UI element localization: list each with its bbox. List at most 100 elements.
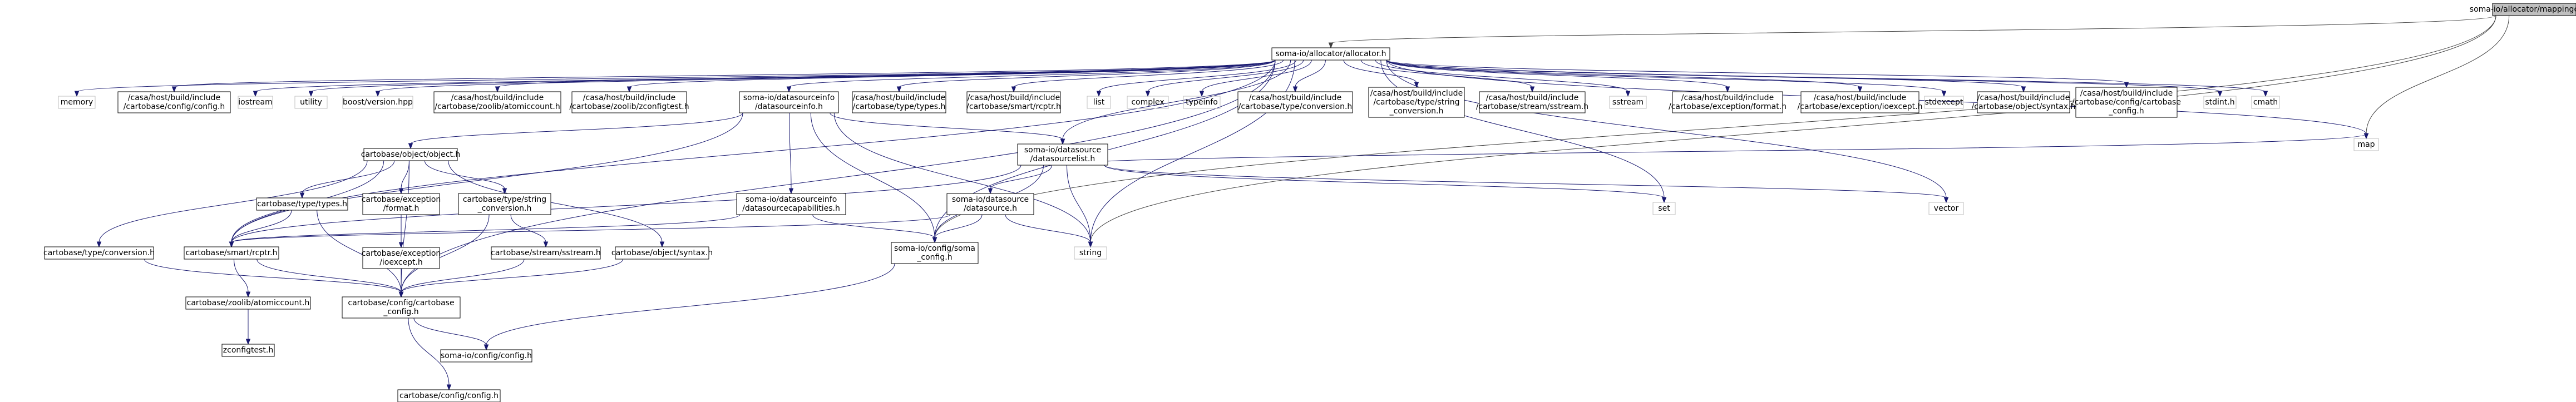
edge-line xyxy=(231,210,292,243)
node-label: cartobase/smart/rcptr.h xyxy=(186,249,278,257)
node-label: /cartobase/type/conversion.h xyxy=(1238,102,1353,111)
node-types[interactable]: cartobase/type/types.h xyxy=(256,197,348,211)
edge-arrowhead xyxy=(2021,86,2026,93)
node-inc_conversion[interactable]: /casa/host/build/include/cartobase/type/… xyxy=(1237,91,1353,113)
edge-line xyxy=(1104,165,1665,198)
edge-arrow xyxy=(413,317,489,351)
node-label: /datasourceinfo.h xyxy=(755,102,823,111)
node-syntax[interactable]: cartobase/object/syntax.h xyxy=(611,246,713,260)
node-atomic[interactable]: cartobase/zoolib/atomiccount.h xyxy=(185,296,311,310)
edge-arrowhead xyxy=(1943,197,1949,204)
node-datasource[interactable]: soma-io/datasource/datasource.h xyxy=(946,193,1034,215)
edge-arrow xyxy=(74,59,1276,97)
node-inc_string_conv[interactable]: /casa/host/build/include/cartobase/type/… xyxy=(1368,87,1465,118)
node-inc_atomic[interactable]: /casa/host/build/include/cartobase/zooli… xyxy=(433,91,561,113)
edge-line xyxy=(1330,15,2496,44)
node-label: /casa/host/build/include xyxy=(1814,93,1906,102)
node-object[interactable]: cartobase/object/object.h xyxy=(361,148,461,161)
node-exc_format[interactable]: cartobase/exception/format.h xyxy=(362,193,441,215)
edge-arrow xyxy=(1005,214,1093,248)
edge-arrow xyxy=(788,112,794,195)
node-soma_config[interactable]: soma-io/config/soma_config.h xyxy=(891,242,979,264)
node-zconfigtest[interactable]: zconfigtest.h xyxy=(221,344,275,357)
node-inc_cartobase_cfg[interactable]: /casa/host/build/include/cartobase/confi… xyxy=(2072,87,2181,118)
node-dslist[interactable]: soma-io/datasource/datasourcelist.h xyxy=(1017,143,1108,166)
node-inc_format[interactable]: /casa/host/build/include/cartobase/excep… xyxy=(1669,91,1787,113)
node-label: _config.h xyxy=(383,307,418,316)
node-box xyxy=(1924,96,1964,109)
edge-arrow xyxy=(1292,59,1326,93)
edge-arrowhead xyxy=(1941,91,1947,97)
edge-arrow xyxy=(1062,133,2369,166)
node-label: stdexcept xyxy=(1925,98,1963,107)
node-label: _config.h xyxy=(2108,107,2144,116)
node-config[interactable]: cartobase/config/config.h xyxy=(397,389,501,402)
node-boost_version[interactable]: boost/version.hpp xyxy=(342,96,413,109)
node-complex[interactable]: complex xyxy=(1127,96,1169,109)
node-string[interactable]: string xyxy=(1074,246,1107,260)
edge-line xyxy=(486,263,895,346)
node-root: soma-io/allocator/mappingcopy.h xyxy=(2470,3,2576,16)
node-inc_syntax[interactable]: /casa/host/build/include/cartobase/objec… xyxy=(1972,91,2076,113)
node-iostream[interactable]: iostream xyxy=(238,96,273,109)
edge-line xyxy=(497,59,1276,88)
node-typeinfo[interactable]: typeinfo xyxy=(1183,96,1221,109)
edge-arrowhead xyxy=(626,86,632,93)
edge-arrow xyxy=(398,259,624,298)
node-label: set xyxy=(1658,204,1670,213)
node-ioexcept[interactable]: cartobase/exception/ioexcept.h xyxy=(362,247,441,269)
node-box xyxy=(362,247,440,269)
node-box xyxy=(1479,91,1586,113)
node-box xyxy=(458,193,551,215)
node-cartobase_config[interactable]: cartobase/config/cartobase_config.h xyxy=(342,296,461,319)
node-box xyxy=(342,296,461,319)
edge-line xyxy=(2366,15,2510,135)
node-inc_sstream[interactable]: /casa/host/build/include/cartobase/strea… xyxy=(1476,91,1588,113)
node-label: /cartobase/zoolib/atomiccount.h xyxy=(435,102,560,111)
edge-arrowhead xyxy=(988,188,993,195)
node-box xyxy=(491,246,601,260)
edge-line xyxy=(1386,59,1945,92)
node-inc_zconfig[interactable]: /casa/host/build/include/cartobase/zooli… xyxy=(569,91,689,113)
edge-arrow xyxy=(932,214,983,244)
edge-line xyxy=(401,160,409,190)
nodes-layer: soma-io/allocator/mappingcopy.h soma-io/a… xyxy=(43,3,2576,402)
edge-line xyxy=(1386,59,2024,88)
edge-line xyxy=(317,210,402,293)
node-label: /casa/host/build/include xyxy=(1370,89,1463,98)
node-conversion[interactable]: cartobase/type/conversion.h xyxy=(43,246,155,260)
node-label: string xyxy=(1079,249,1102,257)
node-inc_ioexcept[interactable]: /casa/host/build/include/cartobase/excep… xyxy=(1798,91,1923,113)
node-string_conv[interactable]: cartobase/type/string_conversion.h xyxy=(458,193,551,215)
node-sstream[interactable]: sstream xyxy=(1609,96,1647,109)
node-rcptr[interactable]: cartobase/smart/rcptr.h xyxy=(184,246,279,260)
node-memory[interactable]: memory xyxy=(58,96,96,109)
edge-arrowhead xyxy=(1096,91,1102,97)
edge-line xyxy=(1005,214,1091,243)
node-inc_rcptr[interactable]: /casa/host/build/include/cartobase/smart… xyxy=(966,91,1061,113)
edge-arrow xyxy=(1375,59,1631,97)
node-dsinfo[interactable]: soma-io/datasourceinfo/datasourceinfo.h xyxy=(739,91,839,113)
node-sstream_h[interactable]: cartobase/stream/sstream.h xyxy=(491,246,601,260)
node-utility[interactable]: utility xyxy=(294,96,328,109)
node-label: soma-io/config/soma xyxy=(894,244,975,253)
edge-line xyxy=(231,214,741,243)
node-cmath[interactable]: cmath xyxy=(2251,96,2280,109)
edge-arrowhead xyxy=(786,86,792,93)
node-somaio_config[interactable]: soma-io/config/config.h xyxy=(440,349,532,363)
edge-arrow xyxy=(988,165,1052,195)
node-list[interactable]: list xyxy=(1087,96,1111,109)
node-stdexcept[interactable]: stdexcept xyxy=(1924,96,1964,109)
node-vector[interactable]: vector xyxy=(1928,202,1964,215)
node-allocator[interactable]: soma-io/allocator/allocator.h xyxy=(1271,47,1390,61)
node-inc_types[interactable]: /casa/host/build/include/cartobase/type/… xyxy=(852,91,946,113)
node-box xyxy=(1368,87,1465,118)
edge-line xyxy=(413,317,487,346)
node-map[interactable]: map xyxy=(2353,138,2379,151)
node-cfg_config[interactable]: /casa/host/build/include/cartobase/confi… xyxy=(117,91,231,113)
node-dscap[interactable]: soma-io/datasourceinfo/datasourcecapabil… xyxy=(736,193,846,215)
edge-arrow xyxy=(1386,59,2268,97)
node-set[interactable]: set xyxy=(1652,202,1676,215)
node-label: typeinfo xyxy=(1186,98,1218,107)
node-stdint[interactable]: stdint.h xyxy=(2203,96,2237,109)
